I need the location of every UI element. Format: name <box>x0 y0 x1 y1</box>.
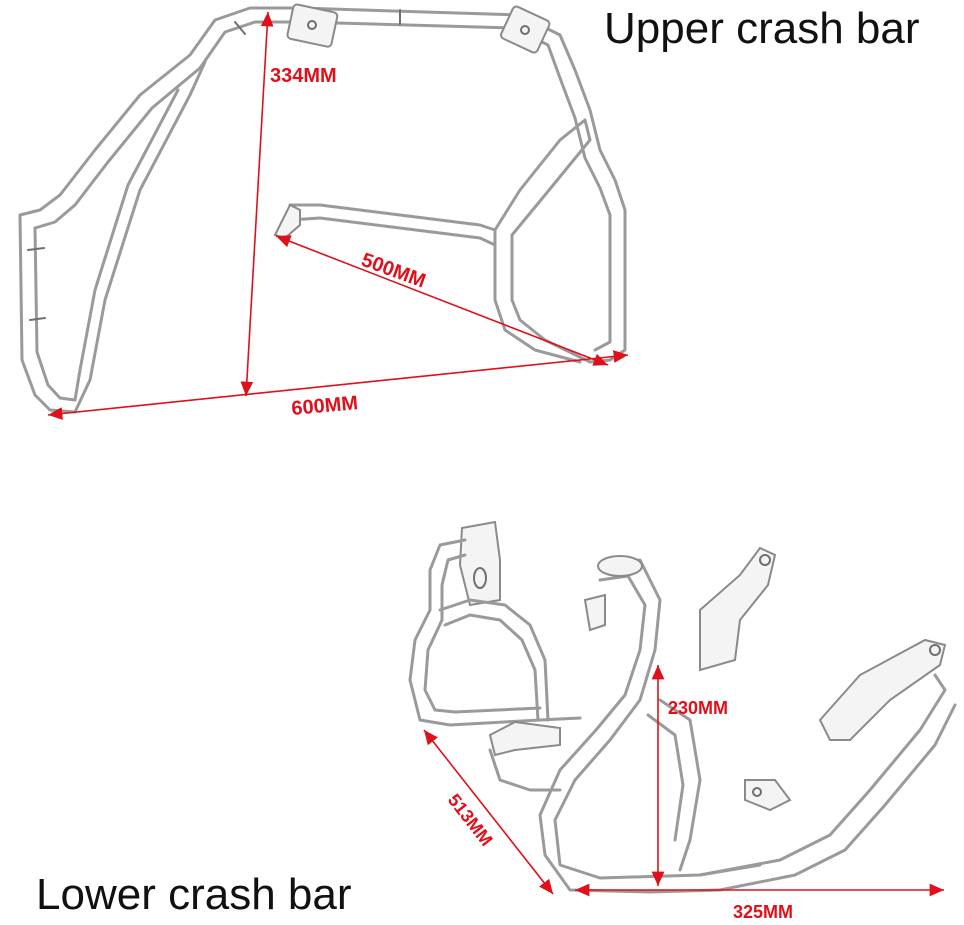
lower-depth-label: 513MM <box>444 790 497 850</box>
upper-height-dimension-line <box>240 11 274 397</box>
lower-height-label: 230MM <box>668 698 728 718</box>
upper-crash-bar-title: Upper crash bar <box>604 4 920 53</box>
lower-depth-dimension-line <box>423 729 554 895</box>
upper-height-label: 334MM <box>270 65 337 87</box>
lower-width-label: 325MM <box>733 902 793 922</box>
upper-depth-dimension-line <box>275 235 609 366</box>
upper-depth-label: 500MM <box>358 249 428 292</box>
upper-width-label: 600MM <box>291 392 359 420</box>
lower-crash-bar-illustration <box>408 520 957 894</box>
lower-crash-bar-title: Lower crash bar <box>36 870 352 919</box>
